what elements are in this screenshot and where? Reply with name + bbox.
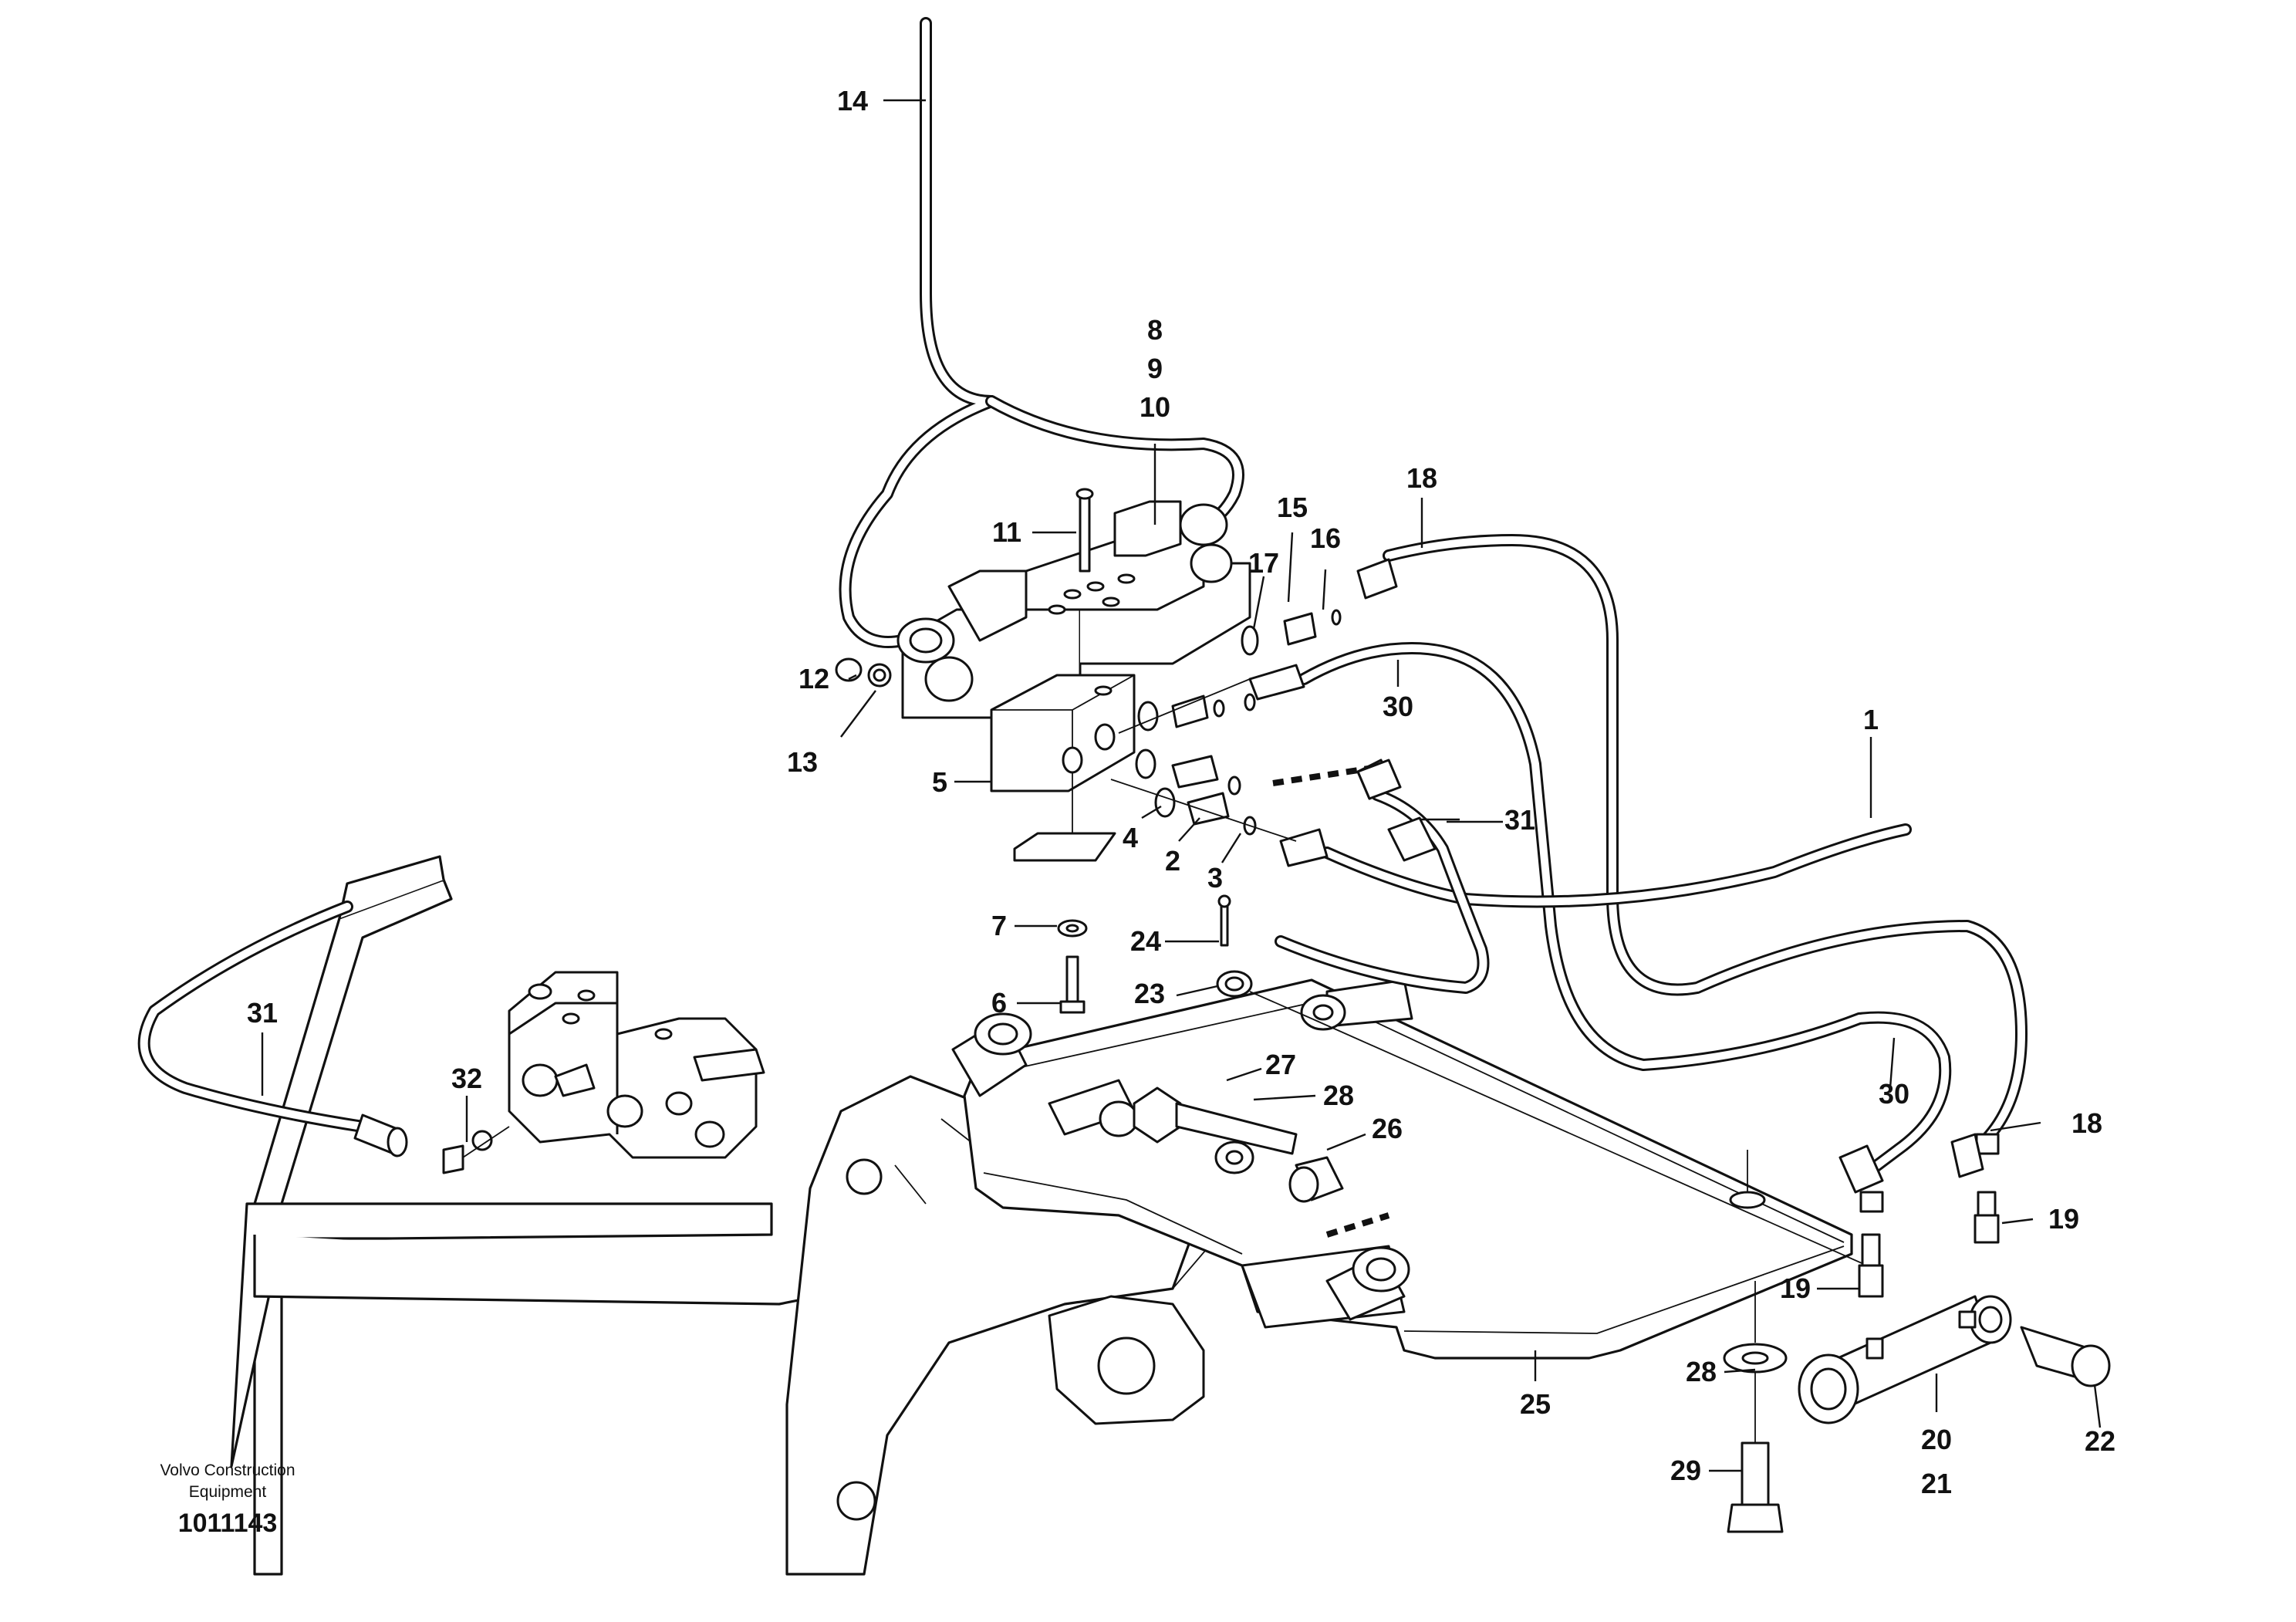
callout-11: 11 bbox=[992, 516, 1021, 548]
callout-12: 12 bbox=[799, 663, 829, 694]
callout-3: 3 bbox=[1207, 862, 1223, 894]
bolt-27 bbox=[1133, 1086, 1390, 1238]
hose-end-fittings bbox=[1356, 759, 1984, 1194]
callout-9: 9 bbox=[1147, 353, 1163, 384]
adapter-32 bbox=[353, 1113, 510, 1174]
credit-line-2: Equipment bbox=[189, 1483, 267, 1501]
callout-23: 23 bbox=[1134, 978, 1165, 1009]
callout-31-lower: 31 bbox=[247, 997, 278, 1029]
callout-1: 1 bbox=[1863, 704, 1879, 735]
callout-26: 26 bbox=[1372, 1113, 1403, 1144]
callout-27: 27 bbox=[1265, 1049, 1296, 1080]
callout-18-right: 18 bbox=[2071, 1107, 2102, 1139]
callout-17: 17 bbox=[1248, 547, 1279, 579]
mount-plate bbox=[1013, 791, 1116, 1014]
valve-block-5 bbox=[990, 674, 1136, 792]
callout-24: 24 bbox=[1130, 925, 1161, 957]
callout-10: 10 bbox=[1140, 391, 1170, 423]
callout-8: 8 bbox=[1147, 314, 1163, 346]
screw-11 bbox=[1075, 488, 1094, 573]
callout-labels: 1 2 3 4 5 6 7 8 9 10 11 12 13 14 15 16 1… bbox=[247, 85, 2115, 1499]
fittings-23-24 bbox=[1216, 894, 1868, 1266]
callout-7: 7 bbox=[991, 910, 1007, 941]
callout-6: 6 bbox=[991, 987, 1007, 1019]
callout-5: 5 bbox=[932, 766, 947, 798]
callout-21: 21 bbox=[1921, 1468, 1952, 1499]
callout-28-lower: 28 bbox=[1686, 1356, 1717, 1387]
callout-32: 32 bbox=[451, 1063, 482, 1094]
callout-20: 20 bbox=[1921, 1424, 1952, 1455]
credit-line-1: Volvo Construction bbox=[160, 1461, 295, 1479]
callout-16: 16 bbox=[1310, 522, 1341, 554]
callout-15: 15 bbox=[1277, 492, 1308, 523]
callout-19-left: 19 bbox=[1780, 1272, 1811, 1304]
valve-fittings bbox=[1110, 558, 1398, 867]
plug-12 bbox=[835, 657, 892, 688]
hoses bbox=[137, 17, 2028, 1179]
document-number: 1011143 bbox=[178, 1509, 278, 1538]
callout-28-middle: 28 bbox=[1323, 1080, 1354, 1111]
hose-31-upper bbox=[1275, 789, 1490, 994]
callout-14: 14 bbox=[837, 85, 868, 117]
callout-31-upper: 31 bbox=[1504, 804, 1535, 836]
callout-30-upper: 30 bbox=[1383, 691, 1413, 722]
callout-2: 2 bbox=[1165, 845, 1180, 877]
callout-30-lower: 30 bbox=[1879, 1078, 1909, 1110]
leader-lines bbox=[261, 99, 2102, 1472]
callout-19-right: 19 bbox=[2048, 1203, 2079, 1235]
callout-25: 25 bbox=[1520, 1388, 1551, 1420]
cylinder-20 bbox=[1798, 1295, 2012, 1424]
callout-13: 13 bbox=[787, 746, 818, 778]
control-valve bbox=[508, 971, 765, 1159]
callout-4: 4 bbox=[1123, 822, 1138, 853]
callout-22: 22 bbox=[2085, 1425, 2115, 1457]
callout-18-top: 18 bbox=[1406, 462, 1437, 494]
adapters-19 bbox=[1858, 1133, 2000, 1298]
bracket-bushings bbox=[951, 978, 1413, 1321]
loader-frame bbox=[230, 855, 1235, 1576]
callout-29: 29 bbox=[1670, 1455, 1701, 1486]
pin-22 bbox=[2020, 1326, 2111, 1387]
credit-block: Volvo Construction Equipment 1011143 bbox=[160, 1461, 295, 1538]
bolt-29 bbox=[1723, 1281, 1788, 1533]
